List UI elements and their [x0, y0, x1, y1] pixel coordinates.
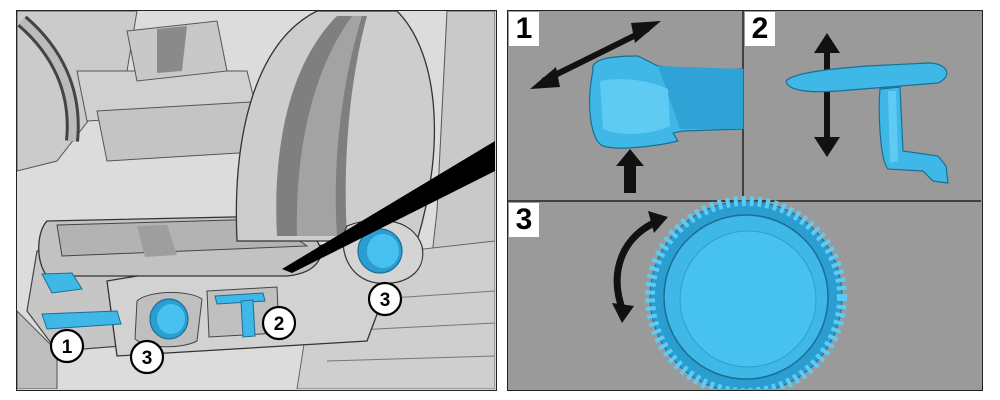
svg-text:3: 3 — [142, 348, 153, 369]
svg-text:1: 1 — [62, 337, 73, 358]
inset-2-label: 2 — [745, 12, 775, 46]
recline-knob-front-highlight — [149, 298, 189, 340]
front-seat-lever-highlight — [41, 272, 83, 294]
callout-3-front: 3 — [129, 339, 165, 375]
rotate-arrow-icon — [612, 211, 668, 323]
callout-3-rear: 3 — [367, 281, 403, 317]
double-arrow-icon — [530, 21, 661, 89]
inset-3-label: 3 — [509, 203, 539, 237]
up-arrow-icon — [616, 149, 644, 193]
inset-3-knob — [645, 196, 847, 389]
seat-illustration-panel: 1 3 2 3 — [16, 10, 497, 391]
inset-1-label: 1 — [509, 12, 539, 46]
callout-2: 2 — [261, 305, 297, 341]
detail-insets-panel: 1 2 3 — [507, 10, 983, 391]
fore-aft-lever-highlight — [41, 310, 122, 330]
inset-2-lever — [785, 62, 949, 184]
svg-text:2: 2 — [274, 314, 285, 335]
double-arrow-icon — [814, 33, 840, 157]
recline-knob-rear-highlight — [357, 228, 403, 274]
callout-1: 1 — [49, 328, 85, 364]
seat-illustration: 1 3 2 3 — [17, 11, 495, 389]
detail-insets — [508, 11, 981, 389]
height-lever-highlight — [214, 292, 266, 338]
inset-1-lever — [589, 55, 744, 149]
svg-text:3: 3 — [380, 290, 391, 311]
